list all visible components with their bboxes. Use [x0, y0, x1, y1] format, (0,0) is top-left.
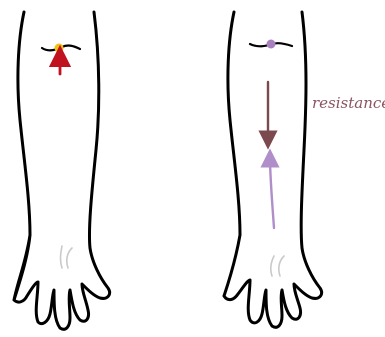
left-arm-outline: [14, 12, 110, 329]
left-palm-crease: [61, 246, 73, 268]
right-pivot-point: [267, 40, 276, 49]
left-arm: [14, 12, 110, 329]
right-motion-arrow: [270, 158, 274, 228]
right-arm: resistance: [224, 12, 385, 327]
right-palm-crease: [271, 256, 284, 276]
right-arm-outline: [224, 12, 322, 327]
left-pivot-point: [55, 44, 64, 53]
resistance-label: resistance: [312, 94, 385, 112]
